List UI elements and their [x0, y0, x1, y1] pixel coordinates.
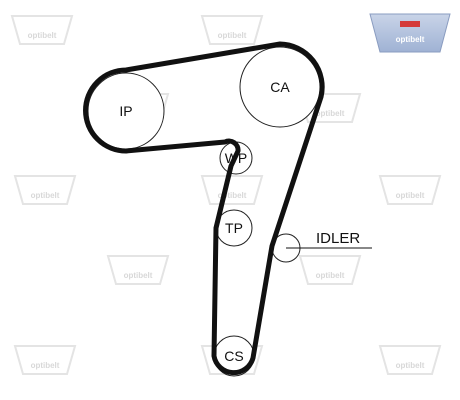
logo-text: optibelt	[396, 35, 425, 44]
svg-text:optibelt: optibelt	[316, 271, 345, 280]
watermark-tile: optibelt	[298, 255, 362, 285]
logo-accent	[400, 21, 420, 27]
watermark-tile: optibelt	[200, 15, 264, 45]
svg-text:optibelt: optibelt	[218, 31, 247, 40]
pulley-label-ca: CA	[270, 79, 290, 95]
watermark-tile: optibelt	[200, 175, 264, 205]
watermark-tile: optibelt	[13, 345, 77, 375]
timing-belt	[83, 41, 325, 376]
watermark-tile: optibelt	[378, 345, 442, 375]
watermark-tile: optibelt	[13, 175, 77, 205]
pulley-label-wp: WP	[225, 150, 248, 166]
watermark-tile: optibelt	[106, 255, 170, 285]
svg-text:optibelt: optibelt	[316, 109, 345, 118]
svg-text:optibelt: optibelt	[28, 31, 57, 40]
logo-badge	[369, 13, 451, 53]
pulley-label-tp: TP	[225, 220, 243, 236]
pulley-label-ip: IP	[119, 103, 132, 119]
optibelt-logo: optibelt	[369, 13, 451, 53]
svg-text:optibelt: optibelt	[396, 361, 425, 370]
svg-text:optibelt: optibelt	[396, 191, 425, 200]
svg-text:optibelt: optibelt	[124, 271, 153, 280]
idler-label: IDLER	[316, 230, 360, 247]
watermark-tile: optibelt	[378, 175, 442, 205]
svg-text:optibelt: optibelt	[218, 191, 247, 200]
pulley-label-cs: CS	[224, 348, 243, 364]
svg-text:optibelt: optibelt	[31, 361, 60, 370]
svg-text:optibelt: optibelt	[31, 191, 60, 200]
watermark-tile: optibelt	[10, 15, 74, 45]
